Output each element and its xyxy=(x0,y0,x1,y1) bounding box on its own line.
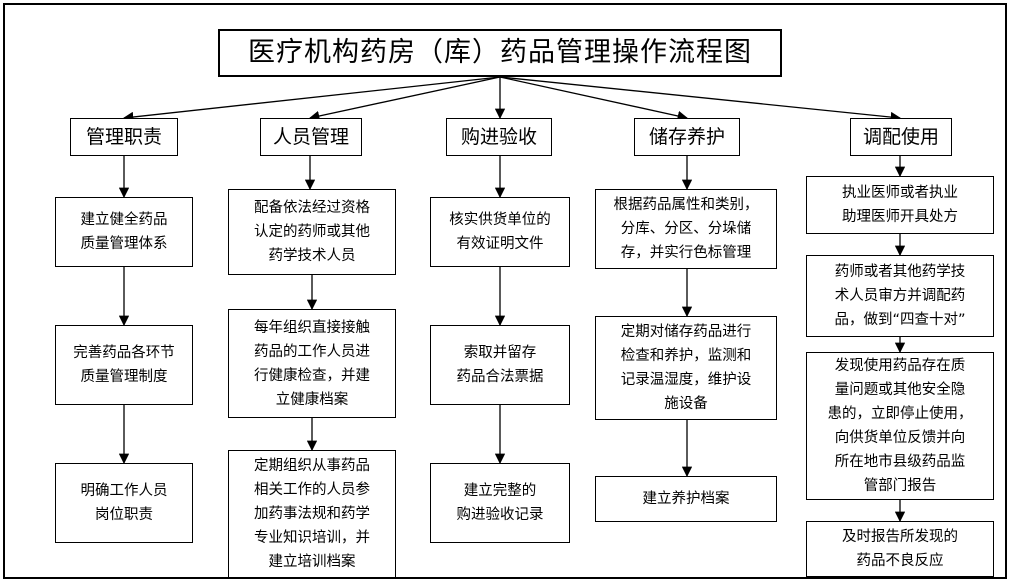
connector-arrow xyxy=(499,76,689,122)
step-box: 药师或者其他药学技术人员审方并调配药品，做到“四查十对” xyxy=(806,255,994,337)
category-label: 人员管理 xyxy=(272,126,349,148)
step-box: 执业医师或者执业助理医师开具处方 xyxy=(806,176,994,234)
category-management-duties: 管理职责 xyxy=(70,118,178,156)
step-box: 建立完整的购进验收记录 xyxy=(430,463,570,543)
category-label: 储存养护 xyxy=(648,126,725,148)
step-text: 建立养护档案 xyxy=(642,491,730,507)
category-personnel-management: 人员管理 xyxy=(260,118,362,156)
step-text: 定期组织从事药品相关工作的人员参加药事法规和药学专业知识培训，并建立培训档案 xyxy=(254,458,370,570)
step-box: 发现使用药品存在质量问题或其他安全隐患的，立即停止使用，向供货单位反馈并向所在地… xyxy=(806,352,994,500)
connector-arrow xyxy=(122,76,501,123)
step-box: 核实供货单位的有效证明文件 xyxy=(430,197,570,267)
step-text: 根据药品属性和类别，分库、分区、分垛储存，并实行色标管理 xyxy=(613,197,759,261)
step-text: 索取并留存药品合法票据 xyxy=(456,345,544,385)
category-dispensing-use: 调配使用 xyxy=(850,118,952,156)
step-box: 及时报告所发现的药品不良反应 xyxy=(806,521,994,577)
step-text: 明确工作人员岗位职责 xyxy=(80,483,168,523)
step-box: 明确工作人员岗位职责 xyxy=(55,463,193,543)
category-purchase-acceptance: 购进验收 xyxy=(446,118,552,156)
category-label: 调配使用 xyxy=(862,126,939,148)
step-text: 发现使用药品存在质量问题或其他安全隐患的，立即停止使用，向供货单位反馈并向所在地… xyxy=(827,358,973,494)
step-box: 每年组织直接接触药品的工作人员进行健康检查，并建立健康档案 xyxy=(228,309,396,418)
step-text: 定期对储存药品进行检查和养护，监测和记录温湿度，维护设施设备 xyxy=(620,324,752,412)
step-text: 配备依法经过资格认定的药师或其他药学技术人员 xyxy=(254,200,370,264)
step-text: 建立完整的购进验收记录 xyxy=(456,483,544,523)
step-text: 及时报告所发现的药品不良反应 xyxy=(842,529,958,569)
step-text: 每年组织直接接触药品的工作人员进行健康检查，并建立健康档案 xyxy=(254,319,370,408)
step-box: 根据药品属性和类别，分库、分区、分垛储存，并实行色标管理 xyxy=(595,189,777,269)
step-box: 定期对储存药品进行检查和养护，监测和记录温湿度，维护设施设备 xyxy=(595,316,777,420)
step-text: 核实供货单位的有效证明文件 xyxy=(449,212,551,252)
diagram-frame xyxy=(3,3,1007,579)
step-box: 配备依法经过资格认定的药师或其他药学技术人员 xyxy=(228,189,396,275)
category-label: 购进验收 xyxy=(460,126,537,148)
diagram-title: 医疗机构药房（库）药品管理操作流程图 xyxy=(218,29,782,77)
step-text: 完善药品各环节质量管理制度 xyxy=(73,345,175,385)
step-box: 索取并留存药品合法票据 xyxy=(430,325,570,405)
connector-arrow xyxy=(308,76,501,122)
step-text: 药师或者其他药学技术人员审方并调配药品，做到“四查十对” xyxy=(834,264,966,328)
step-box: 定期组织从事药品相关工作的人员参加药事法规和药学专业知识培训，并建立培训档案 xyxy=(228,450,396,578)
category-storage-maintenance: 储存养护 xyxy=(634,118,740,156)
connector-arrow xyxy=(499,76,902,123)
step-box: 完善药品各环节质量管理制度 xyxy=(55,325,193,405)
step-box: 建立养护档案 xyxy=(595,476,777,522)
step-text: 执业医师或者执业助理医师开具处方 xyxy=(842,185,958,225)
category-label: 管理职责 xyxy=(85,126,162,148)
step-text: 建立健全药品质量管理体系 xyxy=(80,212,168,252)
step-box: 建立健全药品质量管理体系 xyxy=(55,197,193,267)
